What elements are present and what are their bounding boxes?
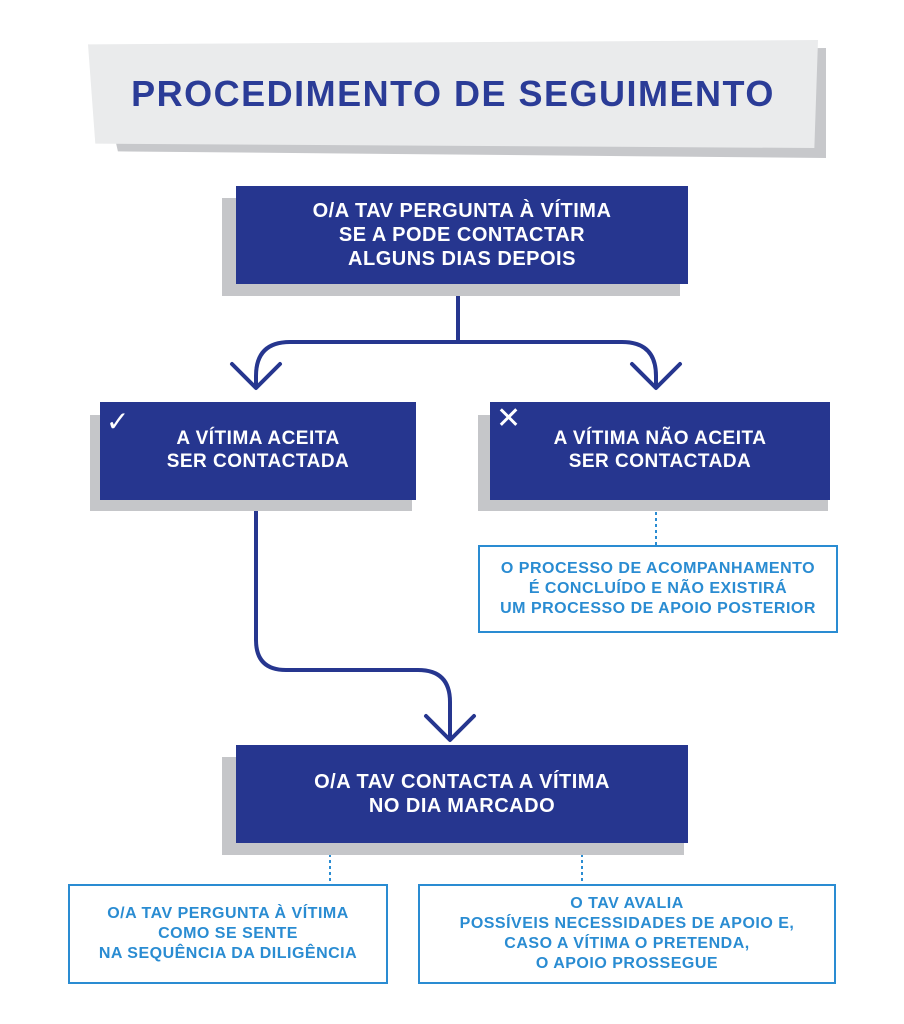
cross-icon: ✕ <box>496 402 522 435</box>
ask-feeling-text: O/A TAV PERGUNTA À VÍTIMA COMO SE SENTE … <box>98 905 358 962</box>
victim-declines-box: A VÍTIMA NÃO ACEITA SER CONTACTADA <box>490 402 830 500</box>
title-banner: PROCEDIMENTO DE SEGUIMENTO <box>88 40 818 148</box>
ask-feeling-note: O/A TAV PERGUNTA À VÍTIMA COMO SE SENTE … <box>68 884 388 984</box>
victim-accepts-box: A VÍTIMA ACEITA SER CONTACTADA <box>100 402 416 500</box>
process-concluded-note: O PROCESSO DE ACOMPANHAMENTO É CONCLUÍDO… <box>478 545 838 633</box>
contact-victim-text: O/A TAV CONTACTA A VÍTIMA NO DIA MARCADO <box>314 771 610 817</box>
connector-accept-contact <box>254 498 452 740</box>
process-concluded-text: O PROCESSO DE ACOMPANHAMENTO É CONCLUÍDO… <box>500 560 816 617</box>
ask-permission-text: O/A TAV PERGUNTA À VÍTIMA SE A PODE CONT… <box>312 200 612 270</box>
assess-needs-text: O TAV AVALIA POSSÍVEIS NECESSIDADES DE A… <box>459 895 795 972</box>
ask-permission-box: O/A TAV PERGUNTA À VÍTIMA SE A PODE CONT… <box>236 186 688 284</box>
page-title: PROCEDIMENTO DE SEGUIMENTO <box>131 73 775 114</box>
check-icon: ✓ <box>106 406 130 437</box>
contact-victim-box: O/A TAV CONTACTA A VÍTIMA NO DIA MARCADO <box>236 745 688 843</box>
arrowhead-right <box>630 362 682 390</box>
arrowhead-left <box>230 362 282 390</box>
assess-needs-note: O TAV AVALIA POSSÍVEIS NECESSIDADES DE A… <box>418 884 836 984</box>
connector-ask-split <box>254 283 658 388</box>
victim-declines-text: A VÍTIMA NÃO ACEITA SER CONTACTADA <box>553 428 767 472</box>
victim-accepts-text: A VÍTIMA ACEITA SER CONTACTADA <box>166 428 350 472</box>
arrowhead-contact <box>424 714 476 742</box>
